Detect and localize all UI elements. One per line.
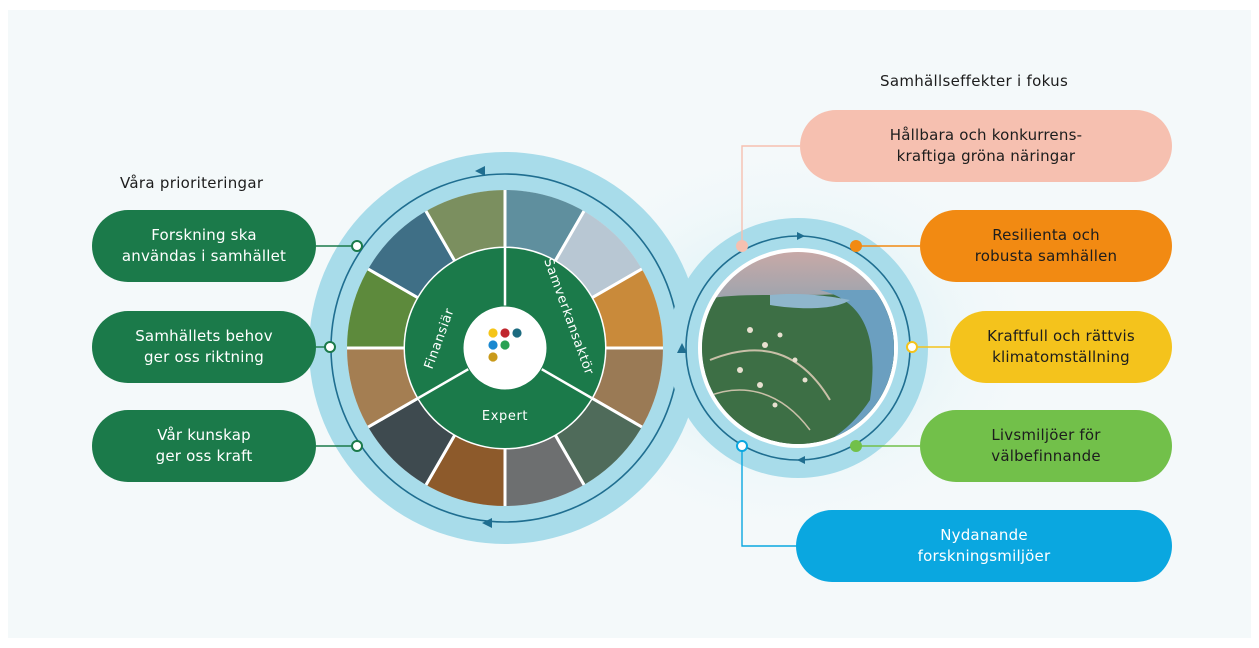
priority-pill-knowledge: Vår kunskap ger oss kraft (92, 410, 316, 482)
arrow-left-bottom (482, 518, 492, 528)
roles-wheel: Finansiär Samverkansaktör Expert (405, 248, 605, 448)
right-connectors (741, 145, 950, 547)
arrow-right-top (797, 232, 805, 240)
arrow-center (677, 343, 687, 353)
logo-dot (488, 352, 498, 362)
role-expert: Expert (482, 409, 528, 424)
priority-pill-society-needs: Samhällets behov ger oss riktning (92, 311, 316, 383)
effect-pill-climate-transition: Kraftfull och rättvis klimatomställning (950, 311, 1172, 383)
effects-heading: Samhällseffekter i fokus (880, 72, 1069, 90)
arrow-left-top (475, 166, 485, 176)
priorities-heading: Våra prioriteringar (120, 174, 264, 192)
logo-dot (488, 340, 498, 350)
flow-arrows (475, 166, 805, 528)
logo-mark (488, 328, 522, 362)
effect-pill-living-environments: Livsmiljöer för välbefinnande (920, 410, 1172, 482)
logo-dot (500, 340, 510, 350)
logo-dot (512, 328, 522, 338)
effect-pill-resilient-societies: Resilienta och robusta samhällen (920, 210, 1172, 282)
right-connector-dots (736, 240, 918, 452)
logo-dot (488, 328, 498, 338)
arrow-right-bottom (797, 456, 805, 464)
effect-pill-green-industries: Hållbara och konkurrens- kraftiga gröna … (800, 110, 1172, 182)
left-connector-dots (324, 240, 363, 452)
effect-pill-research-environments: Nydanande forskningsmiljöer (796, 510, 1172, 582)
logo-dot (500, 328, 510, 338)
priority-pill-research-use: Forskning ska användas i samhället (92, 210, 316, 282)
